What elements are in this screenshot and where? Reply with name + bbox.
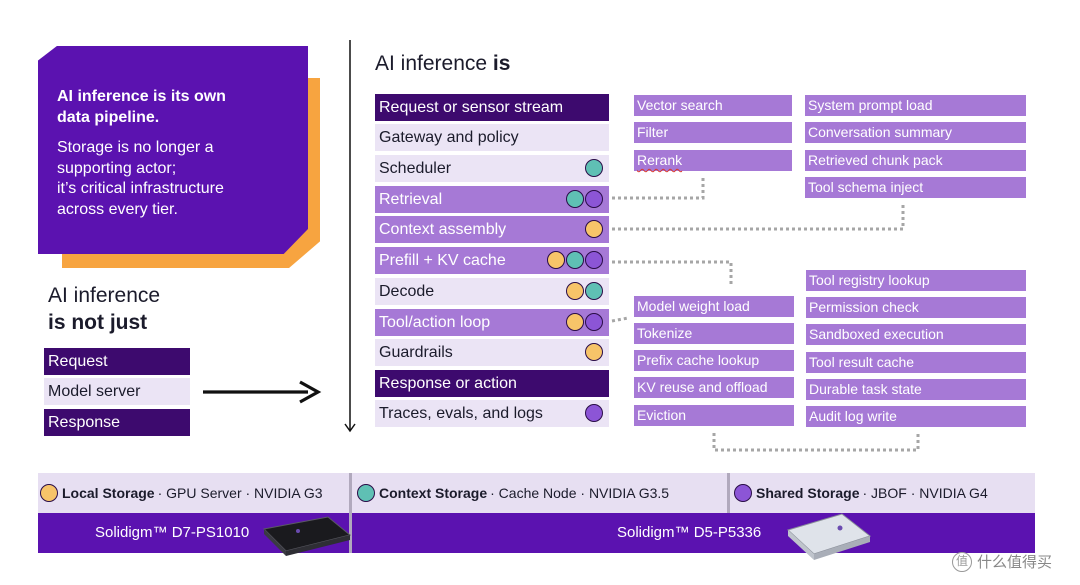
watermark: 值 什么值得买 <box>952 551 1052 572</box>
stage-traces: Traces, evals, and logs <box>375 400 609 427</box>
intro-callout: AI inference is its own data pipeline. S… <box>38 46 308 254</box>
storage-legend-bar <box>38 473 1035 513</box>
legend-context-storage: Context Storage· Cache Node · NVIDIA G3.… <box>357 484 669 502</box>
storage-product-bar <box>38 513 1035 553</box>
context-storage-dot-icon <box>566 251 584 269</box>
detail-tool-result-cache: Tool result cache <box>806 352 1026 373</box>
intro-body: Storage is no longer a supporting actor;… <box>57 139 224 218</box>
detail-vector-search: Vector search <box>634 95 792 116</box>
shared-storage-dot-icon <box>585 313 603 331</box>
local-storage-dot-icon <box>566 282 584 300</box>
detail-permission-check: Permission check <box>806 297 1026 318</box>
stage-retrieval: Retrieval <box>375 186 609 213</box>
stage-response: Response or action <box>375 370 609 397</box>
shared-storage-dot-icon <box>734 484 752 502</box>
pipeline-flow-arrow-icon <box>344 40 356 433</box>
detail-tool-schema-inject: Tool schema inject <box>805 177 1026 198</box>
shared-storage-dot-icon <box>585 190 603 208</box>
not-just-heading-line2: is not just <box>48 311 148 334</box>
stage-decode: Decode <box>375 278 609 305</box>
local-storage-dot-icon <box>585 343 603 361</box>
storage-divider <box>349 473 352 553</box>
stage-request: Request or sensor stream <box>375 94 609 121</box>
stage-scheduler: Scheduler <box>375 155 609 182</box>
detail-retrieved-chunk-pack: Retrieved chunk pack <box>805 150 1026 171</box>
detail-eviction: Eviction <box>634 405 794 426</box>
context-storage-dot-icon <box>357 484 375 502</box>
not-just-item-response: Response <box>44 409 190 436</box>
not-just-item-model-server: Model server <box>44 378 190 405</box>
stage-gateway: Gateway and policy <box>375 124 609 151</box>
stage-guardrails: Guardrails <box>375 339 609 366</box>
not-just-item-request: Request <box>44 348 190 375</box>
intro-title: AI inference is its own data pipeline. <box>57 88 226 126</box>
detail-tool-registry-lookup: Tool registry lookup <box>806 270 1026 291</box>
detail-model-weight-load: Model weight load <box>634 296 794 317</box>
product-shared: Solidigm™ D5-P5336 <box>617 524 762 541</box>
detail-system-prompt-load: System prompt load <box>805 95 1026 116</box>
detail-filter: Filter <box>634 122 792 143</box>
context-storage-dot-icon <box>585 282 603 300</box>
shared-storage-dot-icon <box>585 404 603 422</box>
legend-shared-storage: Shared Storage· JBOF · NVIDIA G4 <box>734 484 988 502</box>
legend-local-storage: Local Storage· GPU Server · NVIDIA G3 <box>40 484 323 502</box>
detail-durable-task-state: Durable task state <box>806 379 1026 400</box>
context-storage-dot-icon <box>585 159 603 177</box>
watermark-logo-icon: 值 <box>952 551 972 572</box>
not-just-heading-line1: AI inference <box>48 284 161 307</box>
detail-audit-log-write: Audit log write <box>806 406 1026 427</box>
detail-sandboxed-execution: Sandboxed execution <box>806 324 1026 345</box>
shared-storage-dot-icon <box>585 251 603 269</box>
detail-kv-reuse: KV reuse and offload <box>634 377 794 398</box>
product-local: Solidigm™ D7-PS1010 <box>95 524 250 541</box>
context-storage-dot-icon <box>566 190 584 208</box>
stage-context-assembly: Context assembly <box>375 216 609 243</box>
local-storage-dot-icon <box>566 313 584 331</box>
storage-divider <box>727 473 730 513</box>
local-storage-dot-icon <box>547 251 565 269</box>
ssd-u2-image <box>787 513 872 560</box>
detail-conversation-summary: Conversation summary <box>805 122 1026 143</box>
detail-prefix-cache-lookup: Prefix cache lookup <box>634 350 794 371</box>
detail-rerank: Rerank <box>634 150 792 171</box>
transition-arrow-icon <box>203 380 322 404</box>
detail-tokenize: Tokenize <box>634 323 794 344</box>
stage-prefill: Prefill + KV cache <box>375 247 609 274</box>
local-storage-dot-icon <box>585 220 603 238</box>
stage-tool-loop: Tool/action loop <box>375 309 609 336</box>
ssd-e1s-image <box>262 516 352 556</box>
local-storage-dot-icon <box>40 484 58 502</box>
is-heading: AI inference is <box>375 52 511 75</box>
